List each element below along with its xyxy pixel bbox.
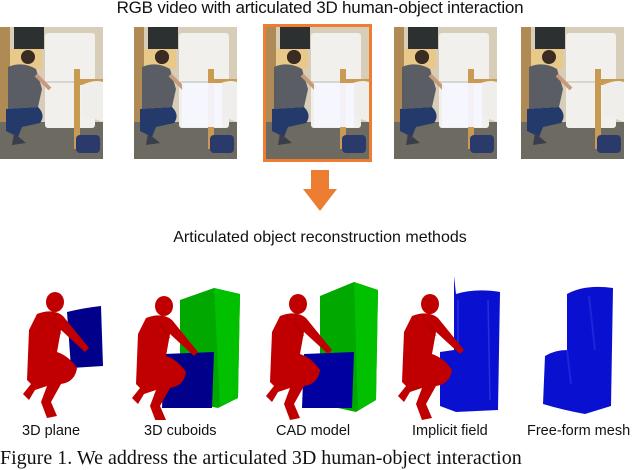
method-label-3d-plane: 3D plane — [22, 423, 81, 439]
figure-top-title: RGB video with articulated 3D human-obje… — [116, 0, 524, 17]
method-label-3d-cuboids: 3D cuboids — [144, 423, 217, 439]
video-frame-4 — [394, 27, 497, 159]
render-3d-plane — [22, 291, 103, 419]
figure-caption: Figure 1. We address the articulated 3D … — [0, 447, 522, 469]
render-cad-model — [265, 282, 378, 420]
render-implicit-field — [397, 276, 500, 420]
down-arrow-icon — [303, 170, 337, 211]
method-label-free-form-mesh: Free-form mesh — [527, 423, 631, 439]
video-frame-3-highlighted — [263, 24, 372, 162]
video-frame-1 — [0, 27, 103, 159]
render-free-form-mesh — [543, 286, 613, 414]
render-3d-cuboids — [131, 288, 240, 420]
video-frame-2 — [134, 27, 237, 159]
section-title: Articulated object reconstruction method… — [173, 229, 467, 246]
method-label-cad-model: CAD model — [276, 423, 351, 439]
video-frame-5 — [521, 27, 624, 159]
method-label-implicit-field: Implicit field — [412, 423, 488, 439]
